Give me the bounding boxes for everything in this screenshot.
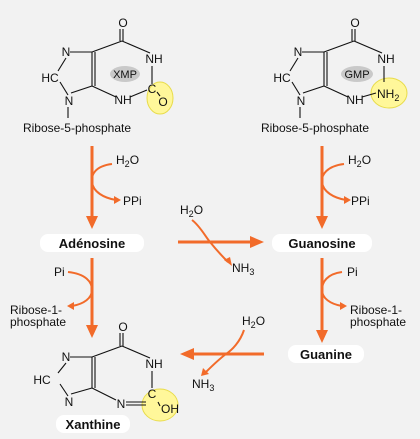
step-gmp-to-guanosine: H2O PPi <box>316 146 371 229</box>
xanthine-n-left: N <box>62 350 71 364</box>
adenosine-label: Adénosine <box>59 236 125 251</box>
ribose1-right-line2: phosphate <box>350 315 406 329</box>
gmp-structure: GMP O N HC N NH NH NH2 Ribose-5-phosphat… <box>261 16 408 135</box>
xmp-badge-bg <box>110 66 140 82</box>
guanosine-node: Guanosine <box>272 234 372 252</box>
h2o-left: H2O <box>116 153 139 169</box>
step-xmp-to-adenosine: H2O PPi <box>86 146 142 229</box>
xanthine-structure: O N HC N NH N C OH Xanthine <box>33 320 179 433</box>
guanine-label: Guanine <box>300 347 352 362</box>
gmp-highlight <box>370 77 408 109</box>
xmp-badge: XMP <box>113 69 137 81</box>
xmp-structure: XMP O N HC N NH NH C O Ribose-5-phosphat… <box>23 16 174 135</box>
gmp-sugar: Ribose-5-phosphate <box>261 121 369 135</box>
gmp-badge-bg <box>341 66 373 82</box>
xmp-nh-bottom: NH <box>114 93 131 107</box>
ppi-left: PPi <box>123 194 142 208</box>
ribose1-left-line2: phosphate <box>10 315 66 329</box>
ppi-right: PPi <box>351 194 370 208</box>
guanine-node: Guanine <box>288 345 364 363</box>
adenosine-node: Adénosine <box>40 234 144 252</box>
guanosine-label: Guanosine <box>288 236 355 251</box>
h2o-right: H2O <box>348 153 371 169</box>
xanthine-n-ring: N <box>117 397 126 411</box>
xanthine-n-bottom: N <box>65 395 74 409</box>
nh3-mid: NH3 <box>232 261 254 277</box>
gmp-nh2: NH2 <box>377 87 399 103</box>
gmp-n-bottom: N <box>297 94 306 108</box>
xmp-o-top: O <box>118 16 127 30</box>
xanthine-nh-right: NH <box>145 357 162 371</box>
gmp-o-top: O <box>350 16 359 30</box>
gmp-nh-right: NH <box>377 52 394 66</box>
xmp-highlight <box>146 81 174 115</box>
gmp-n-left: N <box>294 45 303 59</box>
gmp-badge: GMP <box>344 69 369 81</box>
h2o-bottom: H2O <box>242 314 265 330</box>
xmp-sugar: Ribose-5-phosphate <box>23 121 131 135</box>
ribose1-left-line1: Ribose-1- <box>10 303 62 317</box>
ribose1-right-line1: Ribose-1- <box>350 303 402 317</box>
step-guanosine-to-guanine: Pi Ribose-1- phosphate <box>316 258 406 343</box>
step-guanine-to-xanthine: H2O NH3 <box>180 314 265 393</box>
step-adenosine-to-guanosine: H2O NH3 <box>178 203 264 277</box>
xmp-n-left: N <box>62 45 71 59</box>
xanthine-oh: OH <box>161 402 179 416</box>
xanthine-o-top: O <box>118 320 127 334</box>
xmp-n-bottom: N <box>65 94 74 108</box>
h2o-mid: H2O <box>180 203 203 219</box>
gmp-hc: HC <box>273 71 291 85</box>
step-adenosine-to-xanthine: Pi Ribose-1- phosphate <box>10 258 98 338</box>
xanthine-label: Xanthine <box>66 417 121 432</box>
xmp-o-right: O <box>158 95 167 109</box>
xanthine-hc: HC <box>33 373 51 387</box>
xmp-nh-right: NH <box>145 52 162 66</box>
xmp-c: C <box>148 82 157 96</box>
pi-right: Pi <box>347 265 358 279</box>
pi-left: Pi <box>54 265 65 279</box>
gmp-nh-bottom: NH <box>346 93 363 107</box>
nh3-bottom: NH3 <box>192 377 214 393</box>
xanthine-c: C <box>148 387 157 401</box>
xmp-hc: HC <box>41 71 59 85</box>
